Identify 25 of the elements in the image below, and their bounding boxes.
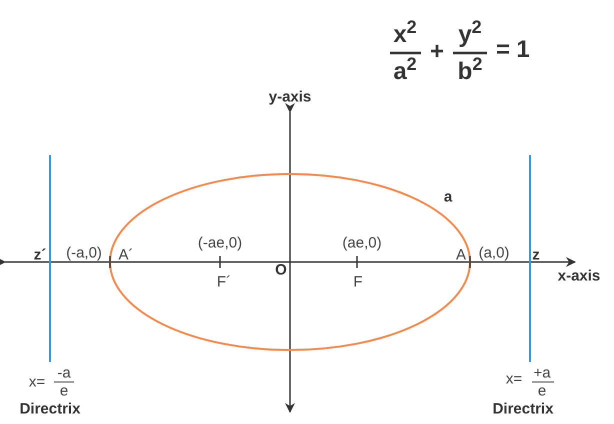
equation-text: e [538, 384, 546, 398]
equation-text: x= [506, 372, 522, 386]
directrix-label: Directrix [492, 402, 554, 416]
coordinate-label: (a,0) [478, 246, 510, 260]
ellipse-label: a [444, 190, 452, 204]
equation-text: -a [57, 366, 71, 380]
formula-term: 1 [516, 38, 530, 62]
formula-term: + [430, 40, 444, 64]
coordinate-label: (ae,0) [342, 236, 382, 250]
coordinate-label: (-a,0) [66, 246, 102, 260]
point-label: z´ [34, 248, 46, 262]
origin-label: O [275, 262, 287, 278]
point-label: A [456, 248, 466, 262]
formula-term: = [496, 38, 510, 62]
equation-text: +a [533, 366, 551, 380]
equation-text: e [60, 384, 68, 398]
axis-label: x-axis [558, 268, 600, 284]
directrix-label: Directrix [20, 402, 80, 416]
point-label: F [353, 274, 363, 290]
point-label: A´ [118, 248, 134, 262]
axis-label: y-axis [268, 90, 312, 104]
coordinate-label: (-ae,0) [198, 236, 242, 250]
equation-text: x= [28, 374, 46, 390]
point-label: z [532, 248, 540, 262]
point-label: F´ [216, 274, 232, 290]
